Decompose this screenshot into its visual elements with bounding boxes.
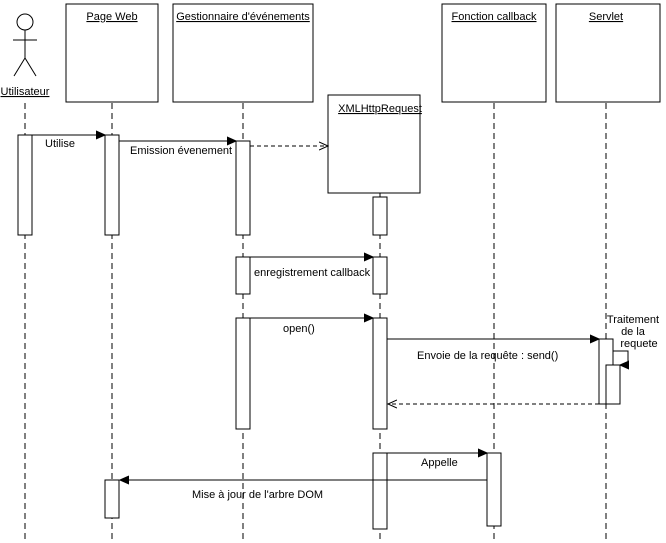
participant-servlet-label: Servlet: [589, 11, 623, 23]
message-envoie: Envoie de la requête : send(): [387, 339, 599, 362]
message-self-traitement: Traitement de la requete: [607, 314, 659, 365]
note-traitement-line2: de la: [621, 326, 646, 338]
message-mise-a-jour-label: Mise à jour de l'arbre DOM: [192, 489, 323, 501]
activation-utilisateur: [17, 134, 33, 236]
participant-callback: Fonction callback: [441, 3, 547, 103]
message-emission: Emission évenement: [119, 141, 236, 157]
participant-page-web-label: Page Web: [86, 11, 137, 23]
activation-xhr-4: [372, 452, 388, 530]
message-open-label: open(): [283, 323, 315, 335]
message-mise-a-jour: Mise à jour de l'arbre DOM: [120, 480, 487, 501]
message-open: open(): [250, 318, 373, 335]
activation-xhr-1: [372, 196, 388, 236]
message-utilise-label: Utilise: [45, 138, 75, 150]
message-enregistrement-label: enregistrement callback: [254, 267, 371, 279]
participant-servlet: Servlet: [555, 3, 661, 103]
participant-callback-label: Fonction callback: [452, 11, 537, 23]
activation-xhr-3: [372, 317, 388, 430]
activation-page-web-1: [104, 134, 120, 236]
stick-figure-icon: [13, 13, 37, 77]
message-envoie-label: Envoie de la requête : send(): [417, 350, 558, 362]
actor-utilisateur: Utilisateur: [1, 13, 50, 98]
participant-xhr-label: XMLHttpRequest: [338, 103, 422, 115]
note-traitement-line1: Traitement: [607, 314, 659, 326]
participant-gestionnaire-label: Gestionnaire d'événements: [176, 11, 310, 23]
participant-xhr: XMLHttpRequest: [327, 94, 422, 194]
note-traitement-line3: requete: [620, 338, 657, 350]
activation-gestionnaire-2: [235, 256, 251, 295]
participant-gestionnaire: Gestionnaire d'événements: [172, 3, 314, 103]
activation-page-web-2: [104, 479, 120, 519]
activation-gestionnaire-3: [235, 317, 251, 430]
activation-xhr-2: [372, 256, 388, 295]
message-emission-label: Emission évenement: [130, 145, 232, 157]
participant-page-web: Page Web: [65, 3, 159, 103]
activation-servlet-2: [605, 364, 621, 405]
message-appelle: Appelle: [387, 453, 487, 469]
message-enregistrement: enregistrement callback: [250, 257, 373, 279]
activation-callback: [486, 452, 502, 527]
message-utilise: Utilise: [32, 135, 105, 150]
message-appelle-label: Appelle: [421, 457, 458, 469]
activation-gestionnaire-1: [235, 140, 251, 236]
actor-utilisateur-label: Utilisateur: [1, 86, 50, 98]
